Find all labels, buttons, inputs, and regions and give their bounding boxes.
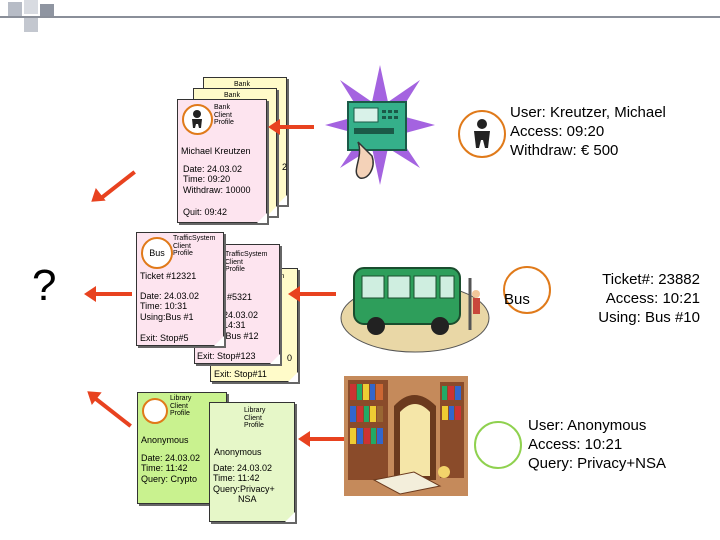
bus-query-arrow-head: [84, 286, 96, 302]
bus-mid-exit: Exit: Stop#123: [197, 351, 256, 361]
bus-info-label: Bus: [504, 291, 530, 308]
bus-card-front: Bus TrafficSystem Client Profile Ticket …: [136, 232, 224, 346]
library-arrow-head: [298, 431, 310, 447]
bank-partial-char: r: [266, 121, 269, 131]
bank-query-arrow-head: [86, 188, 106, 208]
bank-card-back-title-2: Bank: [234, 81, 250, 88]
library-query-arrow: [94, 397, 132, 428]
bus-ticket: Ticket #12321: [140, 271, 197, 281]
bank-card-back-title-1: Bank: [224, 92, 240, 99]
title-divider: [0, 16, 720, 18]
bank-arrow: [272, 125, 314, 129]
bank-query-arrow: [98, 170, 136, 201]
library-card-name-1: Anonymous: [141, 435, 189, 445]
bus-arrow-head: [288, 286, 300, 302]
library-card-title-2: Library Client Profile: [244, 407, 266, 430]
bus-mid-card-title: TrafficSystem Client Profile: [225, 251, 268, 274]
library-card-details-1: Date: 24.03.02 Time: 11:42 Query: Crypto: [141, 453, 201, 484]
library-card-details-2: Date: 24.03.02 Time: 11:42 Query:Privacy…: [213, 463, 275, 505]
bus-arrow: [296, 292, 336, 296]
bus-avatar: Bus: [141, 237, 173, 269]
bus-details: Date: 24.03.02 Time: 10:31 Using:Bus #1: [140, 291, 200, 322]
bank-card-front: Bank Client Profile Michael Kreutzen Dat…: [177, 99, 267, 223]
library-card-2: Library Client Profile Anonymous Date: 2…: [209, 402, 295, 522]
library-card-name-2: Anonymous: [214, 447, 262, 457]
bank-access-info: User: Kreutzer, Michael Access: 09:20 Wi…: [510, 104, 666, 159]
bus-exit: Exit: Stop#5: [140, 333, 189, 343]
library-room-icon: [344, 376, 468, 496]
bank-partial-digits: 2: [282, 162, 288, 172]
bus-mid-details: 24.03.02 14:31 :Bus #12: [223, 310, 259, 341]
atm-icon: [320, 60, 440, 190]
bank-client-details: Date: 24.03.02 Time: 09:20 Withdraw: 100…: [183, 164, 251, 195]
library-card-title-1: Library Client Profile: [170, 395, 192, 418]
bus-user-avatar: [503, 266, 551, 314]
bank-client-name: Michael Kreutzen: [181, 146, 251, 156]
bus-query-arrow: [92, 292, 132, 296]
bus-card-title: TrafficSystem Client Profile: [173, 235, 216, 258]
library-user-avatar: [474, 421, 522, 469]
bus-avatar-label: Bus: [149, 247, 165, 258]
bank-arrow-head: [268, 119, 280, 135]
bank-quit-time: Quit: 09:42: [183, 207, 228, 217]
user-silhouette-icon: [182, 104, 213, 135]
bus-access-info: Ticket#: 23882 Access: 10:21 Using: Bus …: [598, 271, 700, 326]
library-card-avatar-1: [142, 398, 168, 424]
unknown-query-mark: ?: [32, 261, 57, 310]
bank-card-title: Bank Client Profile: [214, 104, 234, 127]
bus-mid-ticket: #5321: [227, 292, 253, 302]
bus-partial-exit: 0: [287, 353, 293, 363]
bus-back-exit: Exit: Stop#11: [214, 369, 267, 379]
bank-user-avatar: [458, 110, 506, 158]
library-access-info: User: Anonymous Access: 10:21 Query: Pri…: [528, 417, 666, 472]
library-arrow: [306, 437, 346, 441]
bus-icon: [340, 258, 490, 354]
